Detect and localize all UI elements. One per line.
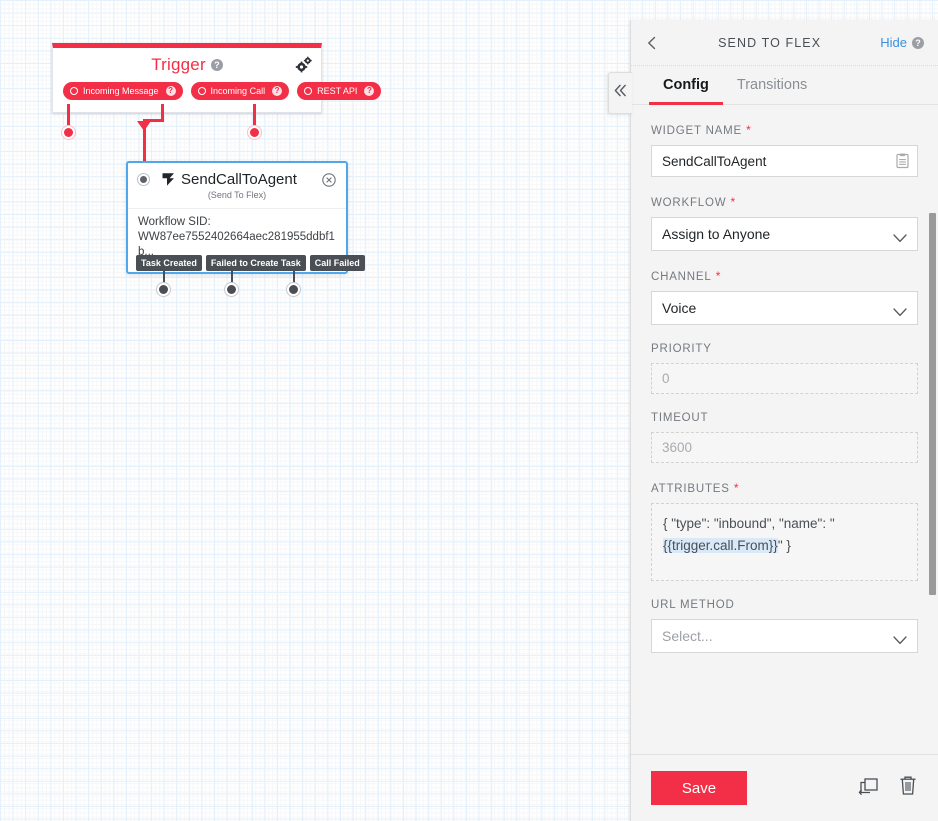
attributes-value-post: " } (777, 538, 791, 553)
hide-panel-link[interactable]: Hide (880, 35, 907, 50)
node-state-dot-icon (138, 174, 149, 185)
transition-line-call-failed (293, 271, 295, 289)
chevron-down-icon (893, 230, 907, 242)
pill-help-icon[interactable]: ? (165, 86, 176, 96)
panel-help-icon[interactable]: ? (912, 36, 924, 49)
trash-icon[interactable] (898, 775, 918, 801)
label-text: WORKFLOW (651, 197, 727, 209)
label-text: WIDGET NAME (651, 125, 743, 137)
attributes-value-pre: { "type": "inbound", "name": " (663, 516, 835, 531)
node-title: SendCallToAgent (181, 171, 297, 188)
panel-scrollbar-thumb[interactable] (929, 213, 936, 595)
attributes-value-highlight: {{trigger.call.From}} (663, 538, 778, 553)
pill-label: Incoming Call (210, 86, 266, 96)
label-channel: CHANNEL * (651, 269, 918, 283)
pill-ring-icon (70, 87, 78, 95)
transition-endpoint-call-failed[interactable] (287, 283, 300, 296)
connector-incoming-call-seg2 (143, 119, 164, 122)
timeout-placeholder: 3600 (662, 440, 693, 455)
attributes-textarea[interactable]: { "type": "inbound", "name": " {{trigger.… (651, 503, 918, 581)
label-widget-name: WIDGET NAME * (651, 123, 918, 137)
trigger-pill-rest-api[interactable]: REST API ? (297, 82, 382, 100)
panel-tabs: Config Transitions (631, 66, 938, 105)
transition-endpoint-task-created[interactable] (157, 283, 170, 296)
label-text: CHANNEL (651, 271, 712, 283)
transition-line-task-created (163, 271, 165, 289)
priority-placeholder: 0 (662, 371, 670, 386)
trigger-pill-incoming-message[interactable]: Incoming Message ? (63, 82, 183, 100)
connector-endpoint-rest-api[interactable] (248, 126, 261, 139)
connector-incoming-message (67, 104, 70, 130)
chevron-left-icon[interactable] (645, 36, 659, 50)
save-button[interactable]: Save (651, 771, 747, 805)
trigger-pill-incoming-call[interactable]: Incoming Call ? (190, 82, 290, 100)
node-header: SendCallToAgent (128, 163, 346, 190)
channel-select[interactable]: Voice (651, 291, 918, 325)
close-circle-icon[interactable] (322, 172, 336, 187)
required-marker: * (742, 123, 752, 137)
url-method-select[interactable]: Select... (651, 619, 918, 653)
duplicate-icon[interactable] (858, 776, 880, 801)
node-detail-label: Workflow SID: (138, 216, 211, 228)
pill-help-icon[interactable]: ? (364, 86, 375, 96)
label-workflow: WORKFLOW * (651, 195, 918, 209)
trigger-help-icon[interactable]: ? (210, 59, 223, 71)
widget-config-panel: SEND TO FLEX Hide ? Config Transitions W… (630, 20, 938, 821)
node-transition-chips: Task Created Failed to Create Task Call … (136, 255, 365, 271)
node-body: Workflow SID: WW87ee7552402664aec281955d… (128, 209, 346, 272)
pill-ring-icon (197, 87, 206, 95)
workflow-value: Assign to Anyone (662, 226, 771, 242)
label-url-method: URL METHOD (651, 599, 735, 611)
pill-help-icon[interactable]: ? (272, 86, 283, 96)
footer-icon-group (858, 775, 918, 801)
panel-body[interactable]: WIDGET NAME * SendCallToAgent WORKFLOW *… (631, 105, 938, 754)
pill-label: Incoming Message (83, 86, 159, 96)
panel-footer: Save (631, 754, 938, 821)
label-timeout: TIMEOUT (651, 412, 709, 424)
node-subtitle: (Send To Flex) (128, 190, 346, 209)
clipboard-icon[interactable] (896, 153, 909, 169)
connector-endpoint-incoming-message[interactable] (62, 126, 75, 139)
label-text: ATTRIBUTES (651, 483, 730, 495)
transition-endpoint-failed-to-create-task[interactable] (225, 283, 238, 296)
tab-config[interactable]: Config (649, 66, 723, 105)
trigger-header: Trigger ? (53, 48, 321, 82)
widget-name-input[interactable]: SendCallToAgent (651, 145, 918, 177)
connector-incoming-call-seg4 (143, 131, 146, 163)
url-method-placeholder: Select... (662, 628, 713, 644)
transition-chip-call-failed[interactable]: Call Failed (309, 255, 365, 271)
required-marker: * (711, 269, 722, 283)
flex-logo-icon (161, 172, 176, 187)
gears-icon[interactable] (295, 56, 313, 74)
channel-value: Voice (662, 300, 697, 316)
tab-transitions[interactable]: Transitions (736, 77, 808, 93)
trigger-title: Trigger (151, 55, 206, 74)
trigger-pill-list: Incoming Message ? Incoming Call ? REST … (53, 82, 382, 112)
required-marker: * (726, 195, 737, 209)
label-attributes: ATTRIBUTES * (651, 481, 918, 495)
panel-title: SEND TO FLEX (718, 35, 822, 50)
transition-line-failed-to-create-task (231, 271, 233, 289)
chevron-down-icon (893, 304, 907, 316)
priority-input[interactable]: 0 (651, 363, 918, 394)
panel-header: SEND TO FLEX Hide ? (631, 20, 938, 66)
timeout-input[interactable]: 3600 (651, 432, 918, 463)
transition-chip-task-created[interactable]: Task Created (136, 255, 202, 271)
connector-rest-api (253, 104, 256, 130)
required-marker: * (729, 481, 740, 495)
chevron-down-icon (893, 632, 907, 644)
connector-arrow-icon (137, 121, 151, 131)
trigger-node[interactable]: Trigger ? (52, 43, 382, 113)
pill-label: REST API (317, 86, 358, 96)
workflow-select[interactable]: Assign to Anyone (651, 217, 918, 251)
label-priority: PRIORITY (651, 343, 712, 355)
panel-collapse-button[interactable] (608, 72, 632, 114)
widget-name-value: SendCallToAgent (662, 153, 767, 169)
double-chevron-left-icon (613, 84, 628, 102)
connector-incoming-call-seg1 (161, 104, 164, 122)
pill-ring-icon (304, 87, 313, 95)
transition-chip-failed-to-create-task[interactable]: Failed to Create Task (205, 255, 306, 271)
